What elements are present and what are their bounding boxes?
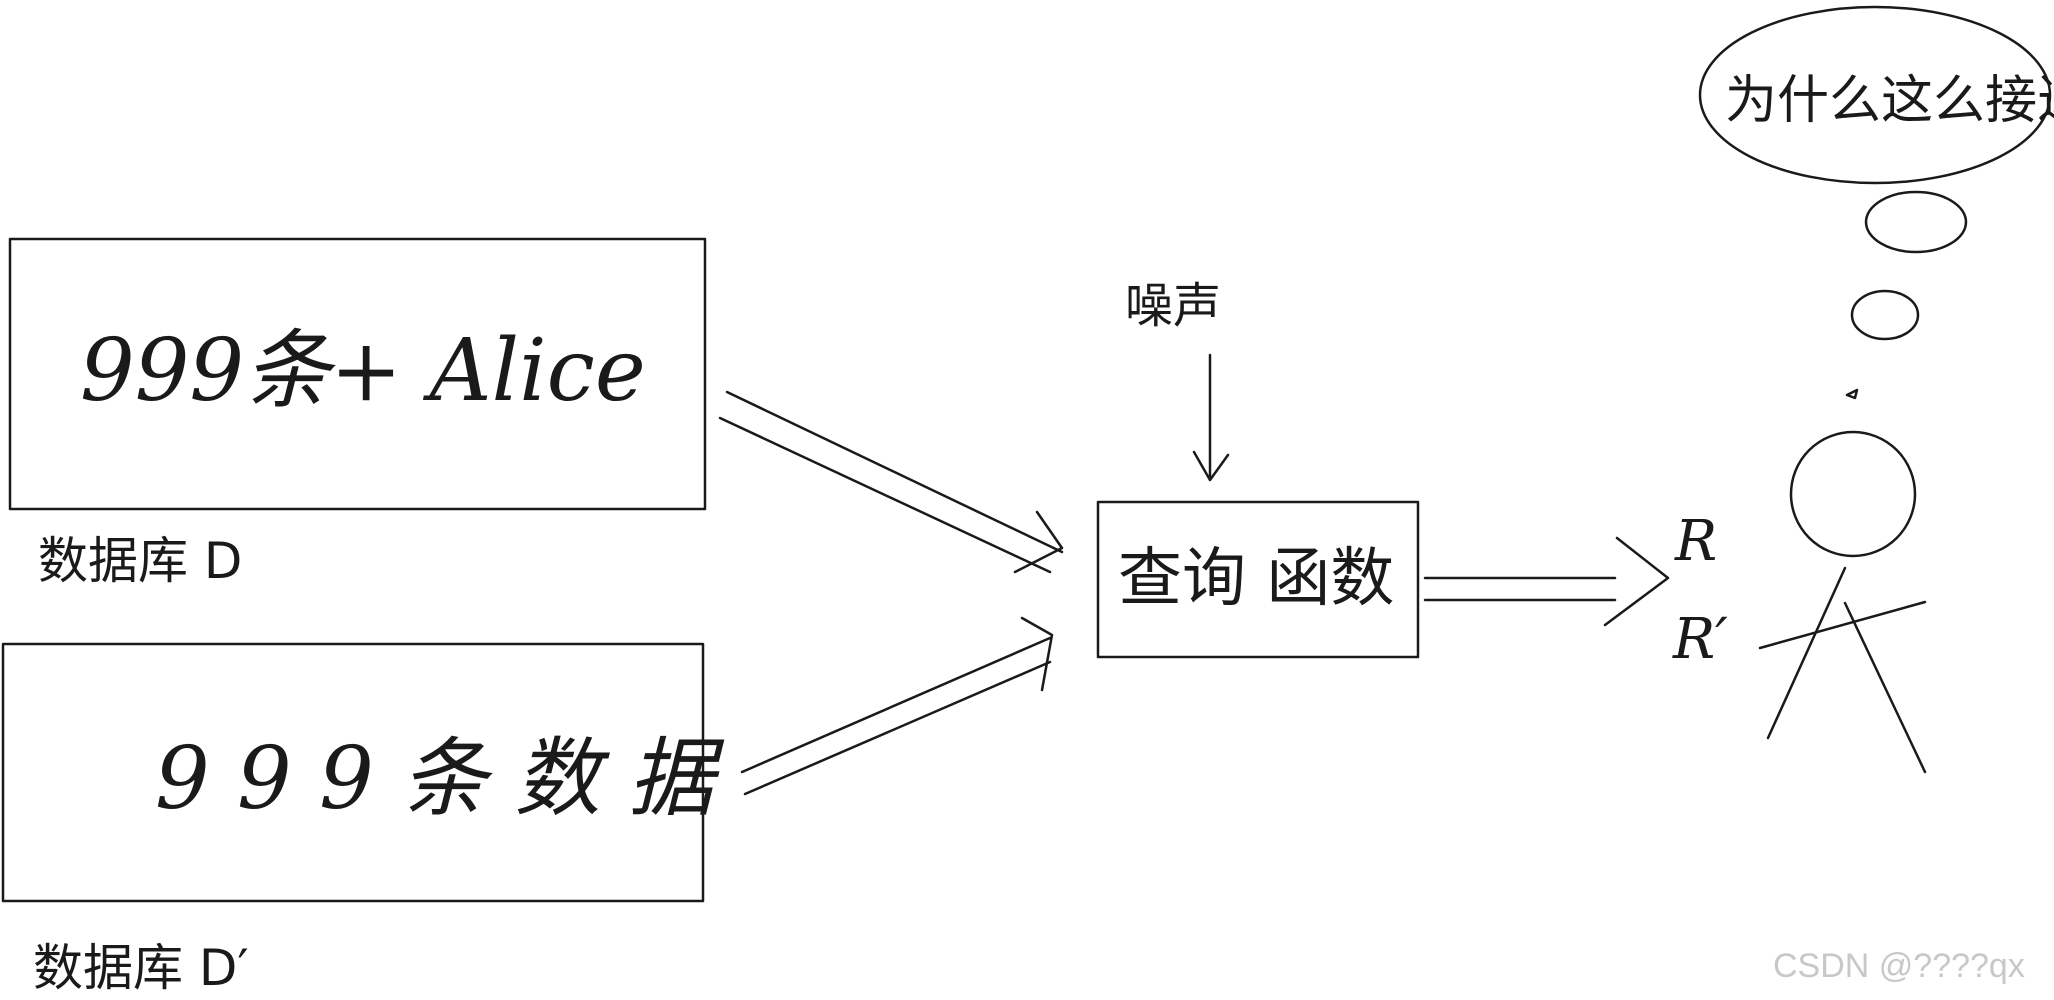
query-function-box bbox=[1096, 500, 1420, 659]
database-d-prime-content: 9 9 9 条 数 据 bbox=[155, 729, 725, 829]
thought-bubble-cloud bbox=[1698, 5, 2052, 185]
database-d-prime-box bbox=[1, 642, 705, 903]
database-d-content: 999条+ Alice bbox=[80, 321, 646, 421]
thought-bubble-text: 为什么这么接近? bbox=[1725, 71, 2054, 131]
arrow-d-prime-to-query bbox=[740, 616, 1054, 796]
stick-figure-person bbox=[1758, 430, 1927, 774]
thought-bubble-dot-small bbox=[1850, 289, 1920, 341]
database-d-prime: 9 9 9 条 数 据 数据库 D′ bbox=[1, 642, 725, 997]
database-d-prime-label: 数据库 D′ bbox=[33, 939, 249, 997]
thought-bubble: 为什么这么接近? bbox=[1698, 5, 2054, 400]
database-d-label: 数据库 D bbox=[38, 532, 242, 590]
person-head bbox=[1789, 430, 1917, 558]
result-r-prime: R′ bbox=[1672, 607, 1728, 672]
person-arms bbox=[1758, 600, 1927, 650]
database-d-box bbox=[8, 237, 707, 511]
noise-label: 噪声 bbox=[1125, 278, 1221, 334]
arrow-query-to-result bbox=[1423, 536, 1670, 627]
result-r: R bbox=[1674, 509, 1717, 574]
query-function-label: 查询 函数 bbox=[1118, 542, 1394, 616]
arrow-d-to-query bbox=[718, 390, 1064, 574]
database-d: 999条+ Alice 数据库 D bbox=[8, 237, 707, 590]
person-left-leg bbox=[1766, 566, 1847, 740]
watermark: CSDN @????qx bbox=[1773, 947, 2025, 985]
thought-bubble-dot-large bbox=[1864, 190, 1968, 254]
noise-arrow bbox=[1192, 353, 1230, 482]
person-right-leg bbox=[1843, 601, 1927, 774]
query-function: 查询 函数 bbox=[1096, 500, 1420, 659]
